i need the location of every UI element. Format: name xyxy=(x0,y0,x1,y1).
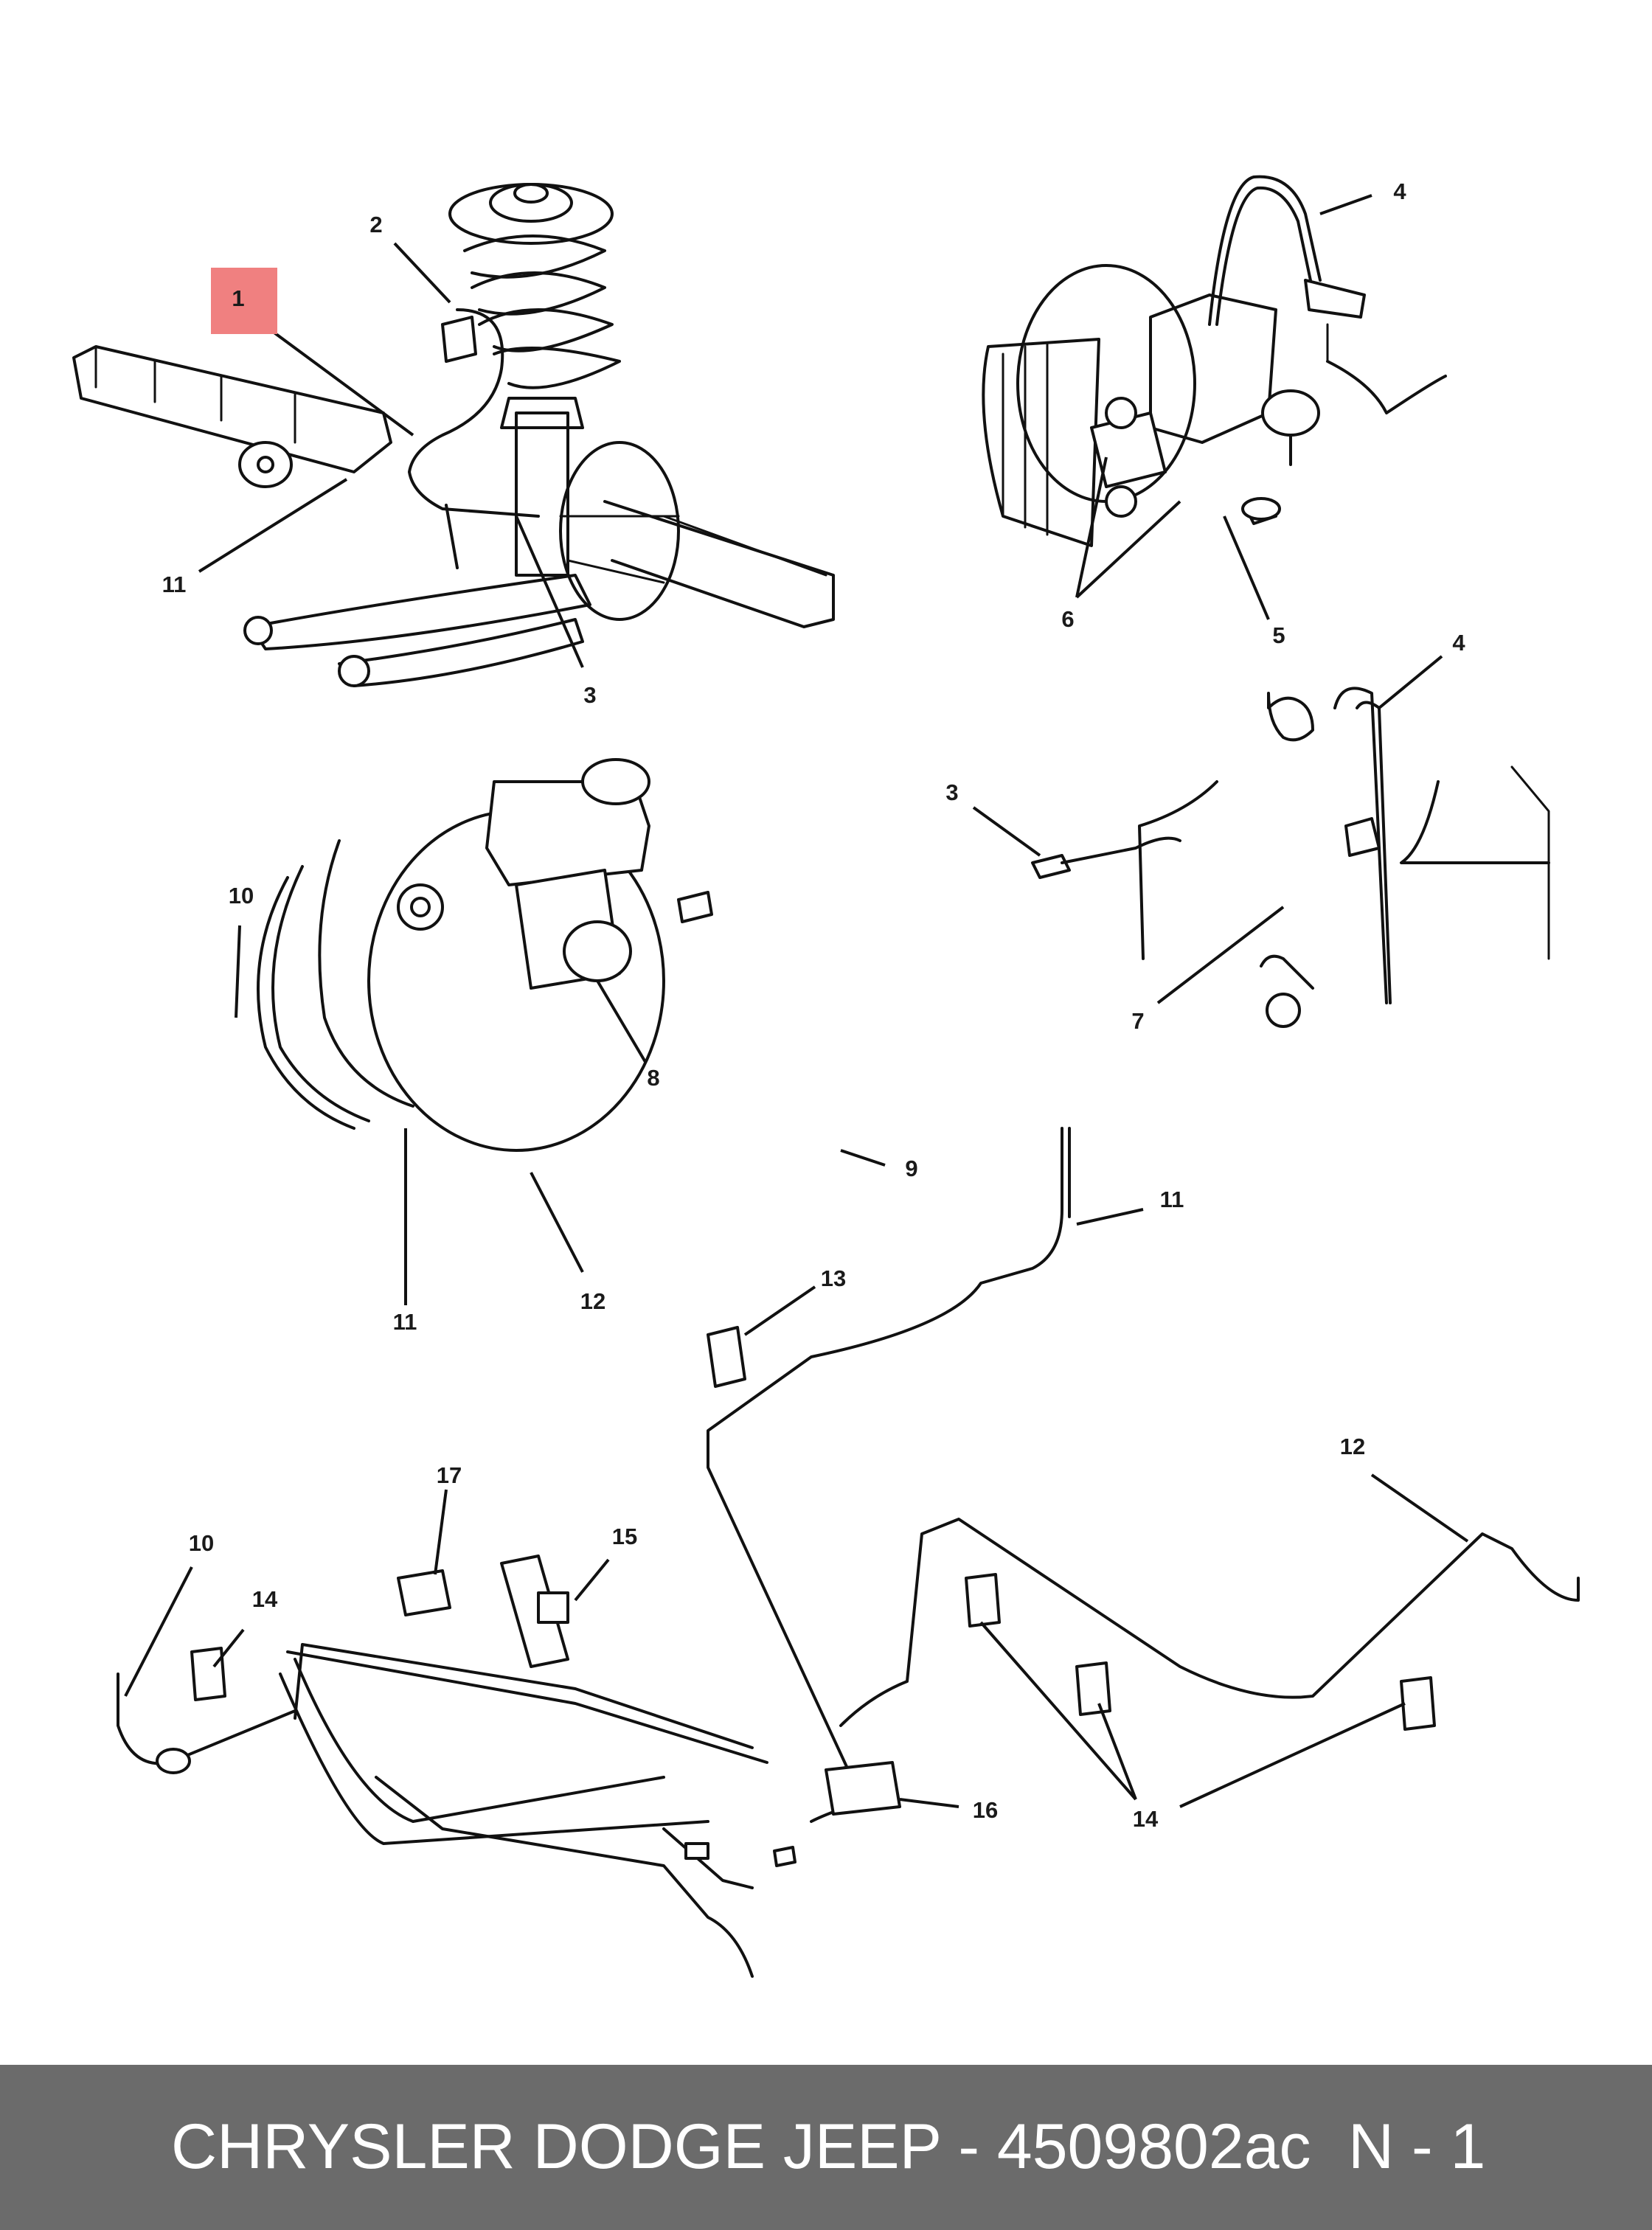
front-suspension-view xyxy=(72,183,835,687)
callout-4: 4 xyxy=(1452,630,1465,656)
callout-2: 2 xyxy=(369,212,383,237)
brake-tube-layout xyxy=(117,1127,1580,1978)
callout-6: 6 xyxy=(1061,606,1075,632)
callout-12: 12 xyxy=(580,1288,606,1314)
callout-11: 11 xyxy=(392,1309,417,1335)
leader-lines xyxy=(124,194,1469,1808)
callout-10: 10 xyxy=(188,1530,215,1556)
callout-15: 15 xyxy=(611,1524,638,1549)
callout-3: 3 xyxy=(583,682,597,708)
callout-17: 17 xyxy=(436,1462,462,1488)
callout-3: 3 xyxy=(945,779,959,805)
footer-bar: CHRYSLER DODGE JEEP - 4509802ac N - 1 xyxy=(0,2065,1652,2230)
callout-1: 1 xyxy=(232,285,245,311)
callout-12: 12 xyxy=(1339,1434,1366,1459)
callout-7: 7 xyxy=(1131,1008,1145,1034)
master-cylinder-view xyxy=(257,758,713,1152)
callout-10: 10 xyxy=(228,883,254,909)
callout-14: 14 xyxy=(251,1586,278,1612)
page-number: N - 1 xyxy=(1348,2111,1486,2182)
callout-11: 11 xyxy=(162,572,187,597)
diagram-drawing xyxy=(72,175,1580,1978)
callout-13: 13 xyxy=(820,1265,847,1291)
callout-9: 9 xyxy=(905,1156,918,1181)
callout-14: 14 xyxy=(1132,1806,1159,1832)
part-title: CHRYSLER DODGE JEEP - 4509802ac xyxy=(171,2111,1311,2182)
highlighted-callout-marker xyxy=(211,268,277,334)
callout-16: 16 xyxy=(972,1797,999,1823)
callout-5: 5 xyxy=(1272,622,1285,648)
callout-11: 11 xyxy=(1159,1187,1184,1212)
caliper-view xyxy=(982,175,1447,547)
callout-8: 8 xyxy=(647,1065,660,1091)
parts-diagram: 1 2 3 11 4 5 6 3 4 7 10 8 9 11 12 11 13 … xyxy=(72,175,1580,1978)
hose-bracket-view xyxy=(1031,687,1550,1028)
callout-4: 4 xyxy=(1393,178,1406,204)
